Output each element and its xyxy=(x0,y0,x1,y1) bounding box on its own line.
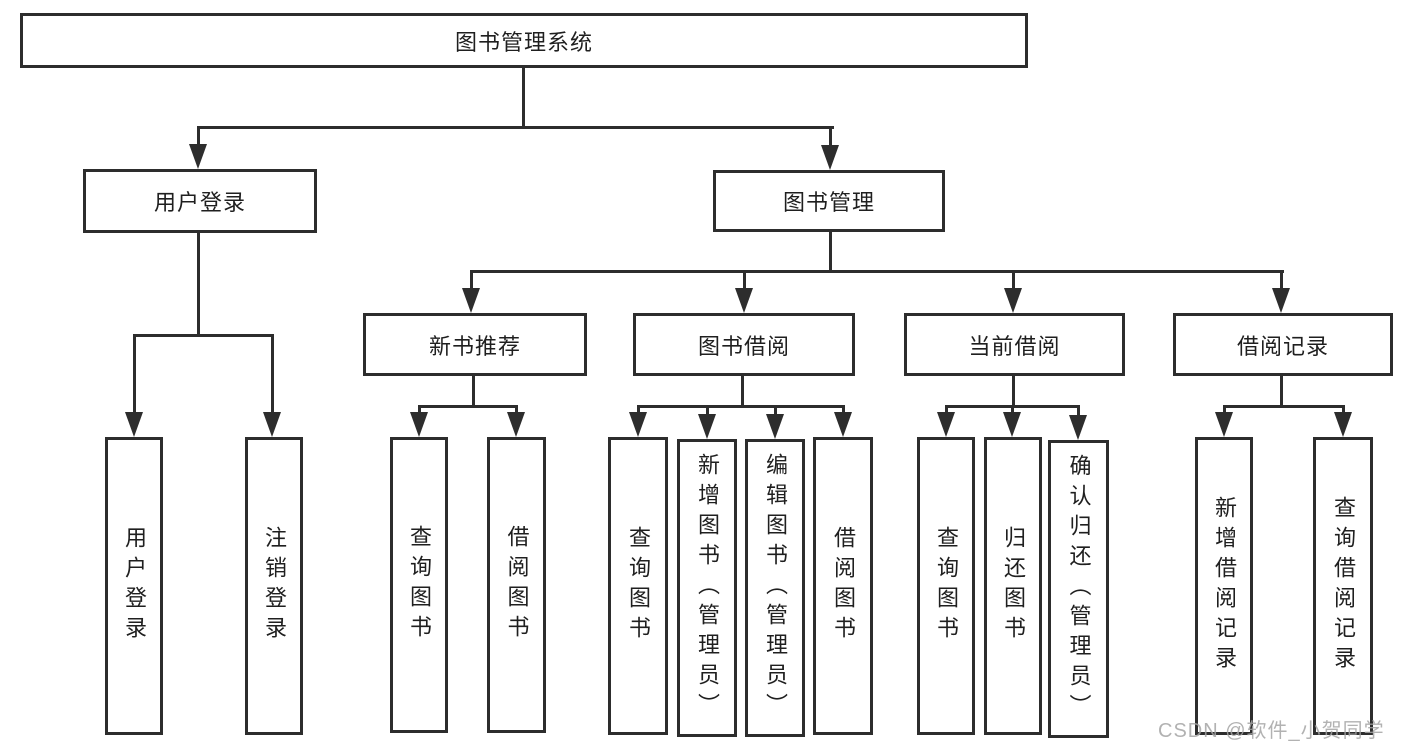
leaf-query-books-1: 查询图书 xyxy=(390,437,448,733)
connector-line xyxy=(521,66,525,128)
leaf-add-borrow-record: 新增借阅记录 xyxy=(1195,437,1253,735)
connector-line xyxy=(841,405,845,414)
arrow-down-icon xyxy=(507,412,525,437)
arrow-down-icon xyxy=(1069,415,1087,440)
node-label: 编辑图书（管理员） xyxy=(763,453,788,723)
connector-line xyxy=(740,376,744,407)
arrow-down-icon xyxy=(1215,412,1233,437)
connector-line xyxy=(1011,376,1015,407)
node-label: 当前借阅 xyxy=(968,333,1061,359)
connector-line xyxy=(1341,405,1345,414)
connector-line xyxy=(944,405,948,414)
node-label: 新增图书（管理员） xyxy=(695,453,720,723)
node-label: 注销登录 xyxy=(262,526,287,646)
arrow-down-icon xyxy=(1003,412,1021,437)
node-book-management: 图书管理 xyxy=(713,170,945,232)
connector-line xyxy=(1279,270,1283,290)
arrow-down-icon xyxy=(735,288,753,313)
leaf-logout: 注销登录 xyxy=(245,437,303,735)
node-label: 图书借阅 xyxy=(697,333,790,359)
node-label: 新书推荐 xyxy=(428,333,521,359)
connector-line xyxy=(1010,405,1014,414)
connector-line xyxy=(705,405,709,416)
node-label: 归还图书 xyxy=(1001,526,1026,646)
connector-line xyxy=(944,404,1080,408)
connector-line xyxy=(132,333,274,337)
connector-line xyxy=(469,269,1284,273)
connector-line xyxy=(636,405,640,414)
arrow-down-icon xyxy=(698,414,716,439)
arrow-down-icon xyxy=(1334,412,1352,437)
connector-line xyxy=(196,233,200,336)
connector-line xyxy=(1076,405,1080,417)
leaf-query-books-2: 查询图书 xyxy=(608,437,668,735)
leaf-edit-books-admin: 编辑图书（管理员） xyxy=(745,439,805,737)
leaf-query-borrow-record: 查询借阅记录 xyxy=(1313,437,1373,735)
arrow-down-icon xyxy=(1004,288,1022,313)
node-book-borrowing: 图书借阅 xyxy=(633,313,855,376)
connector-line xyxy=(1279,376,1283,407)
node-label: 图书管理 xyxy=(782,190,875,215)
node-label: 确认归还（管理员） xyxy=(1066,454,1092,724)
node-label: 查询图书 xyxy=(934,526,959,646)
leaf-borrow-books-2: 借阅图书 xyxy=(813,437,873,735)
arrow-down-icon xyxy=(766,414,784,439)
connector-line xyxy=(773,405,777,416)
connector-line xyxy=(636,404,845,408)
arrow-down-icon xyxy=(462,288,480,313)
connector-line xyxy=(1011,270,1015,290)
watermark: CSDN @软件_小贺同学 xyxy=(1158,720,1385,742)
node-label: 用户登录 xyxy=(122,526,147,646)
node-label: 新增借阅记录 xyxy=(1212,496,1237,676)
node-label: 图书管理系统 xyxy=(454,29,593,55)
arrow-down-icon xyxy=(263,412,281,437)
arrow-down-icon xyxy=(410,412,428,437)
connector-line xyxy=(196,127,200,146)
connector-line xyxy=(469,270,473,290)
node-label: 用户登录 xyxy=(153,190,246,215)
arrow-down-icon xyxy=(629,412,647,437)
node-label: 借阅图书 xyxy=(831,526,856,646)
node-label: 借阅记录 xyxy=(1236,333,1329,359)
connector-line xyxy=(471,376,475,407)
arrow-down-icon xyxy=(125,412,143,437)
node-label: 查询借阅记录 xyxy=(1331,496,1356,676)
node-borrowing-records: 借阅记录 xyxy=(1173,313,1393,376)
connector-line xyxy=(417,404,518,408)
leaf-return-books: 归还图书 xyxy=(984,437,1042,735)
arrow-down-icon xyxy=(937,412,955,437)
leaf-borrow-books-1: 借阅图书 xyxy=(487,437,546,733)
node-label: 借阅图书 xyxy=(504,525,530,645)
connector-line xyxy=(742,270,746,290)
leaf-confirm-return-admin: 确认归还（管理员） xyxy=(1048,440,1109,738)
connector-line xyxy=(196,125,834,129)
connector-line xyxy=(417,405,421,414)
node-label: 查询图书 xyxy=(407,525,432,645)
leaf-add-books-admin: 新增图书（管理员） xyxy=(677,439,737,737)
node-label: 查询图书 xyxy=(626,526,651,646)
arrow-down-icon xyxy=(1272,288,1290,313)
connector-line xyxy=(828,232,832,272)
leaf-query-books-3: 查询图书 xyxy=(917,437,975,735)
node-new-book-recommend: 新书推荐 xyxy=(363,313,587,376)
connector-line xyxy=(828,127,832,147)
connector-line xyxy=(132,334,136,414)
connector-line xyxy=(1222,404,1345,408)
connector-line xyxy=(1222,405,1226,414)
node-book-management-system: 图书管理系统 xyxy=(20,13,1028,68)
node-current-borrowing: 当前借阅 xyxy=(904,313,1125,376)
arrow-down-icon xyxy=(821,145,839,170)
leaf-user-login: 用户登录 xyxy=(105,437,163,735)
arrow-down-icon xyxy=(834,412,852,437)
node-user-login: 用户登录 xyxy=(83,169,317,233)
arrow-down-icon xyxy=(189,144,207,169)
connector-line xyxy=(270,334,274,414)
connector-line xyxy=(514,405,518,414)
